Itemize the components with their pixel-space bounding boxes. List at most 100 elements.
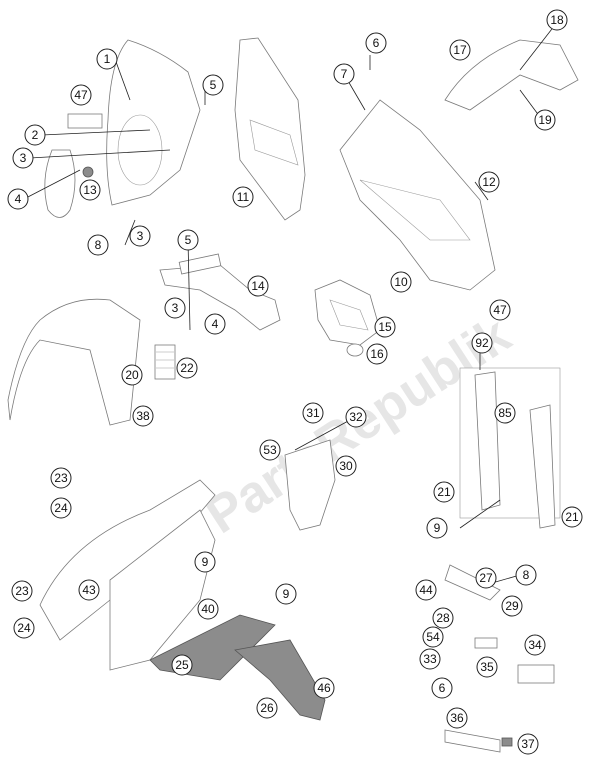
callout-6a[interactable]: 6 <box>365 32 387 54</box>
svg-text:23: 23 <box>15 584 29 598</box>
callout-23b[interactable]: 23 <box>11 580 33 602</box>
svg-text:25: 25 <box>175 658 189 672</box>
svg-text:40: 40 <box>201 602 215 616</box>
callout-32[interactable]: 32 <box>345 406 367 428</box>
callout-7[interactable]: 7 <box>333 63 355 85</box>
callout-21b[interactable]: 21 <box>561 506 583 528</box>
callout-21a[interactable]: 21 <box>433 481 455 503</box>
svg-text:4: 4 <box>15 192 22 206</box>
callout-13[interactable]: 13 <box>79 179 101 201</box>
callout-26[interactable]: 26 <box>256 697 278 719</box>
callout-47b[interactable]: 47 <box>489 299 511 321</box>
svg-text:46: 46 <box>317 681 331 695</box>
callout-44[interactable]: 44 <box>415 579 437 601</box>
svg-text:5: 5 <box>185 233 192 247</box>
svg-text:28: 28 <box>436 611 450 625</box>
callout-23a[interactable]: 23 <box>50 467 72 489</box>
svg-text:29: 29 <box>505 599 519 613</box>
callout-10[interactable]: 10 <box>390 271 412 293</box>
callout-2[interactable]: 2 <box>24 124 46 146</box>
callout-46[interactable]: 46 <box>313 677 335 699</box>
bracket-top-part <box>178 253 222 275</box>
svg-text:11: 11 <box>237 190 250 204</box>
callout-33[interactable]: 33 <box>419 648 441 670</box>
callout-36[interactable]: 36 <box>446 707 468 729</box>
svg-text:8: 8 <box>95 238 102 252</box>
callout-38[interactable]: 38 <box>132 405 154 427</box>
callout-8a[interactable]: 8 <box>87 234 109 256</box>
callout-53[interactable]: 53 <box>259 439 281 461</box>
callout-24a[interactable]: 24 <box>50 497 72 519</box>
callout-3a[interactable]: 3 <box>12 147 34 169</box>
svg-text:18: 18 <box>550 13 564 27</box>
callout-18[interactable]: 18 <box>546 9 568 31</box>
callout-5a[interactable]: 5 <box>202 74 224 96</box>
svg-text:53: 53 <box>263 443 277 457</box>
svg-text:21: 21 <box>437 485 451 499</box>
clip-plate-47 <box>67 113 103 129</box>
callout-9a[interactable]: 9 <box>426 517 448 539</box>
plate-34 <box>517 664 555 684</box>
svg-text:92: 92 <box>475 336 489 350</box>
callout-6b[interactable]: 6 <box>431 677 453 699</box>
svg-text:34: 34 <box>528 638 542 652</box>
callout-5b[interactable]: 5 <box>177 229 199 251</box>
callout-47a[interactable]: 47 <box>70 84 92 106</box>
svg-text:43: 43 <box>82 583 96 597</box>
callout-40[interactable]: 40 <box>197 598 219 620</box>
callout-8b[interactable]: 8 <box>515 564 537 586</box>
svg-text:13: 13 <box>83 183 97 197</box>
callout-28[interactable]: 28 <box>432 607 454 629</box>
callout-3b[interactable]: 3 <box>129 225 151 247</box>
callout-35[interactable]: 35 <box>476 656 498 678</box>
svg-text:47: 47 <box>74 88 88 102</box>
callout-3c[interactable]: 3 <box>164 297 186 319</box>
callout-9b[interactable]: 9 <box>194 551 216 573</box>
callout-37[interactable]: 37 <box>517 733 539 755</box>
svg-text:3: 3 <box>137 229 144 243</box>
callout-17[interactable]: 17 <box>449 39 471 61</box>
callout-24b[interactable]: 24 <box>13 617 35 639</box>
callout-30[interactable]: 30 <box>335 455 357 477</box>
callout-85[interactable]: 85 <box>494 402 516 424</box>
svg-text:23: 23 <box>54 471 68 485</box>
callout-22[interactable]: 22 <box>176 357 198 379</box>
callout-4b[interactable]: 4 <box>204 313 226 335</box>
svg-text:24: 24 <box>17 621 31 635</box>
svg-text:36: 36 <box>450 711 464 725</box>
front-fender <box>7 298 141 426</box>
svg-text:9: 9 <box>202 555 209 569</box>
callout-9c[interactable]: 9 <box>275 583 297 605</box>
svg-text:26: 26 <box>260 701 274 715</box>
callout-54[interactable]: 54 <box>422 626 444 648</box>
svg-text:33: 33 <box>423 652 437 666</box>
svg-text:5: 5 <box>210 78 217 92</box>
callout-12[interactable]: 12 <box>478 171 500 193</box>
callout-4a[interactable]: 4 <box>7 188 29 210</box>
svg-text:20: 20 <box>125 368 139 382</box>
side-fairing-left-inner <box>249 119 299 166</box>
callout-11[interactable]: 11 <box>232 186 254 208</box>
svg-text:35: 35 <box>480 660 494 674</box>
svg-text:9: 9 <box>434 521 441 535</box>
svg-text:30: 30 <box>339 459 353 473</box>
callout-16[interactable]: 16 <box>366 343 388 365</box>
callout-92[interactable]: 92 <box>471 332 493 354</box>
callout-25[interactable]: 25 <box>171 654 193 676</box>
svg-text:17: 17 <box>453 43 467 57</box>
callout-15[interactable]: 15 <box>374 316 396 338</box>
callout-27[interactable]: 27 <box>475 567 497 589</box>
callout-29[interactable]: 29 <box>501 595 523 617</box>
svg-text:9: 9 <box>283 587 290 601</box>
callout-19[interactable]: 19 <box>534 109 556 131</box>
callout-14[interactable]: 14 <box>247 275 269 297</box>
callout-43[interactable]: 43 <box>78 579 100 601</box>
callout-31[interactable]: 31 <box>302 402 324 424</box>
svg-text:12: 12 <box>482 175 496 189</box>
callout-20[interactable]: 20 <box>121 364 143 386</box>
svg-text:85: 85 <box>498 406 512 420</box>
callout-34[interactable]: 34 <box>524 634 546 656</box>
svg-text:6: 6 <box>373 36 380 50</box>
callout-1[interactable]: 1 <box>96 48 118 70</box>
